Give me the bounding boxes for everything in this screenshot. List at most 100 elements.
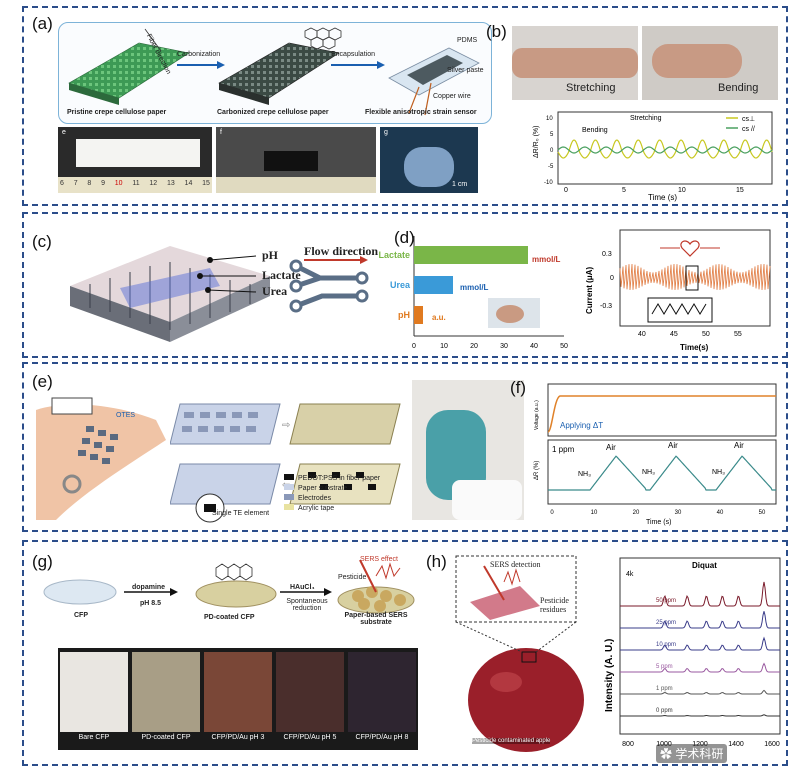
y-axis-label: Current (μA) bbox=[585, 267, 594, 314]
panel-b-label: (b) bbox=[486, 22, 507, 41]
ruler-tick: 8 bbox=[87, 180, 92, 187]
ruler-tick: 13 bbox=[166, 180, 175, 187]
chart-frame bbox=[619, 557, 781, 735]
x-tick: 800 bbox=[622, 741, 634, 748]
x-tick: 40 bbox=[530, 343, 538, 350]
chart-strain-response: ΔR/R₀ (%) Time (s) 0 5 10 15 10 5 0 -5 -… bbox=[533, 111, 773, 202]
x-axis-label: Time(s) bbox=[680, 343, 709, 352]
chart-frame-top bbox=[547, 383, 777, 437]
annotation-bending: Bending bbox=[582, 127, 608, 134]
pd-coated-label: PD-coated CFP bbox=[204, 614, 255, 621]
y-tick: 0.3 bbox=[602, 251, 612, 258]
photo-g-scale: 1 cm bbox=[452, 181, 468, 188]
series-line-cs-perpendicular bbox=[557, 139, 773, 159]
spectrum-line bbox=[620, 581, 780, 607]
nh3-label: NH₃ bbox=[642, 469, 655, 476]
chart-voltage-and-gas-response: Applying ΔT Voltage (a.u.) 1 ppm NH₃ NH₃… bbox=[534, 383, 777, 526]
photo-g-sensor-on-finger: g 1 cm bbox=[380, 127, 478, 193]
haucl4-label: HAuCl₄ bbox=[290, 584, 315, 591]
legend-label-2: cs // bbox=[742, 126, 755, 133]
sers-effect-label: SERS effect bbox=[360, 556, 399, 563]
panel-c-label: (c) bbox=[32, 232, 52, 251]
x-tick: 0 bbox=[412, 343, 416, 350]
x-tick: 15 bbox=[736, 187, 744, 194]
spontaneous-reduction-label: Spontaneous reduction bbox=[286, 598, 328, 612]
watermark: ✿ 学术科研 bbox=[656, 744, 728, 763]
zoom-box bbox=[685, 265, 699, 291]
chart-frame-bottom bbox=[547, 439, 777, 505]
x-tick: 30 bbox=[675, 510, 682, 516]
spectrum-line bbox=[620, 714, 780, 717]
stretching-caption: Stretching bbox=[566, 82, 616, 94]
stage-2-label: Carbonized crepe cellulose paper bbox=[217, 109, 329, 116]
bar-unit-urea: mmol/L bbox=[460, 283, 489, 292]
spectrum-line bbox=[620, 636, 780, 651]
panel-e-fabrication-steps: ⇨ ⇦ bbox=[170, 403, 401, 523]
swatch-caption: Bare CFP bbox=[78, 734, 110, 741]
series-label: 10 ppm bbox=[656, 642, 676, 648]
color-swatch bbox=[132, 652, 200, 732]
photo-g-tag: g bbox=[384, 129, 388, 136]
ruler bbox=[216, 177, 376, 193]
photo-f-carbonized-paper: f bbox=[216, 127, 376, 193]
x-tick: 40 bbox=[638, 331, 646, 338]
flow-direction-label: Flow direction bbox=[304, 244, 379, 258]
x-tick: 10 bbox=[591, 510, 598, 516]
bar-unit-ph: a.u. bbox=[432, 313, 446, 322]
panel-g-label: (g) bbox=[32, 552, 53, 571]
x-tick: 45 bbox=[670, 331, 678, 338]
step-arrow: ⇨ bbox=[282, 420, 290, 431]
pd-coated-disc bbox=[195, 580, 277, 608]
x-tick: 5 bbox=[622, 187, 626, 194]
cfp-label: CFP bbox=[74, 612, 88, 619]
paper-sers-substrate-label: Paper-based SERS substrate bbox=[344, 612, 408, 626]
hand-shape bbox=[36, 404, 166, 520]
x-tick: 50 bbox=[759, 510, 766, 516]
swatch-row bbox=[60, 652, 416, 732]
voltage-curve bbox=[547, 395, 776, 433]
bar-label-ph: pH bbox=[398, 310, 410, 320]
lactate-label: Lactate bbox=[262, 268, 301, 282]
dopamine-label: dopamine bbox=[132, 584, 166, 591]
apple bbox=[468, 648, 584, 752]
ph-condition-label: pH 8.5 bbox=[140, 600, 162, 607]
laser-beam bbox=[483, 565, 505, 601]
urea-label: Urea bbox=[262, 284, 288, 298]
y-tick: 0 bbox=[610, 275, 614, 282]
bar-label-urea: Urea bbox=[390, 280, 411, 290]
panel-h-label: (h) bbox=[426, 552, 447, 571]
sers-detection-label: SERS detection bbox=[490, 560, 541, 569]
photo-e-pristine-paper: e bbox=[58, 127, 212, 193]
bar-urea bbox=[414, 276, 453, 294]
y-tick: 10 bbox=[546, 116, 553, 122]
legend-item: Paper substrate bbox=[284, 484, 414, 494]
ruler-tick: 11 bbox=[132, 180, 140, 187]
air-label: Air bbox=[668, 441, 678, 450]
single-te-element-label: Single TE element bbox=[212, 510, 270, 517]
x-tick: 1600 bbox=[764, 741, 780, 748]
photo-e-tag: e bbox=[62, 129, 66, 136]
series-label: 50 ppm bbox=[656, 598, 676, 604]
x-tick: 20 bbox=[470, 343, 478, 350]
panel-a-schematic: Fiber direction Carbonization Encapsulat… bbox=[58, 22, 492, 124]
arm-shape bbox=[652, 44, 742, 78]
y-axis-label: ΔR (%) bbox=[534, 461, 540, 480]
wechat-icon: ✿ bbox=[660, 747, 673, 761]
ruler-tick: 14 bbox=[184, 180, 193, 187]
apple-skin-patch bbox=[470, 586, 540, 620]
photo-gloved-hand bbox=[412, 380, 524, 520]
arm-shape bbox=[512, 48, 638, 78]
panel-row-3 bbox=[22, 362, 788, 532]
series-label: 1 ppm bbox=[656, 686, 673, 692]
heart-icon bbox=[680, 240, 700, 257]
x-axis-label: Time (s) bbox=[646, 519, 671, 526]
photo-f-tag: f bbox=[220, 129, 222, 136]
series-label: 0 ppm bbox=[656, 708, 673, 714]
sleeve bbox=[452, 480, 522, 520]
swatch-caption: CFP/PD/Au pH 8 bbox=[355, 734, 409, 741]
silver-paste-label: Silver paste bbox=[447, 67, 484, 74]
arrow-carbonization-label: Carbonization bbox=[177, 51, 221, 58]
legend-item: Acrylic tape bbox=[284, 504, 414, 514]
